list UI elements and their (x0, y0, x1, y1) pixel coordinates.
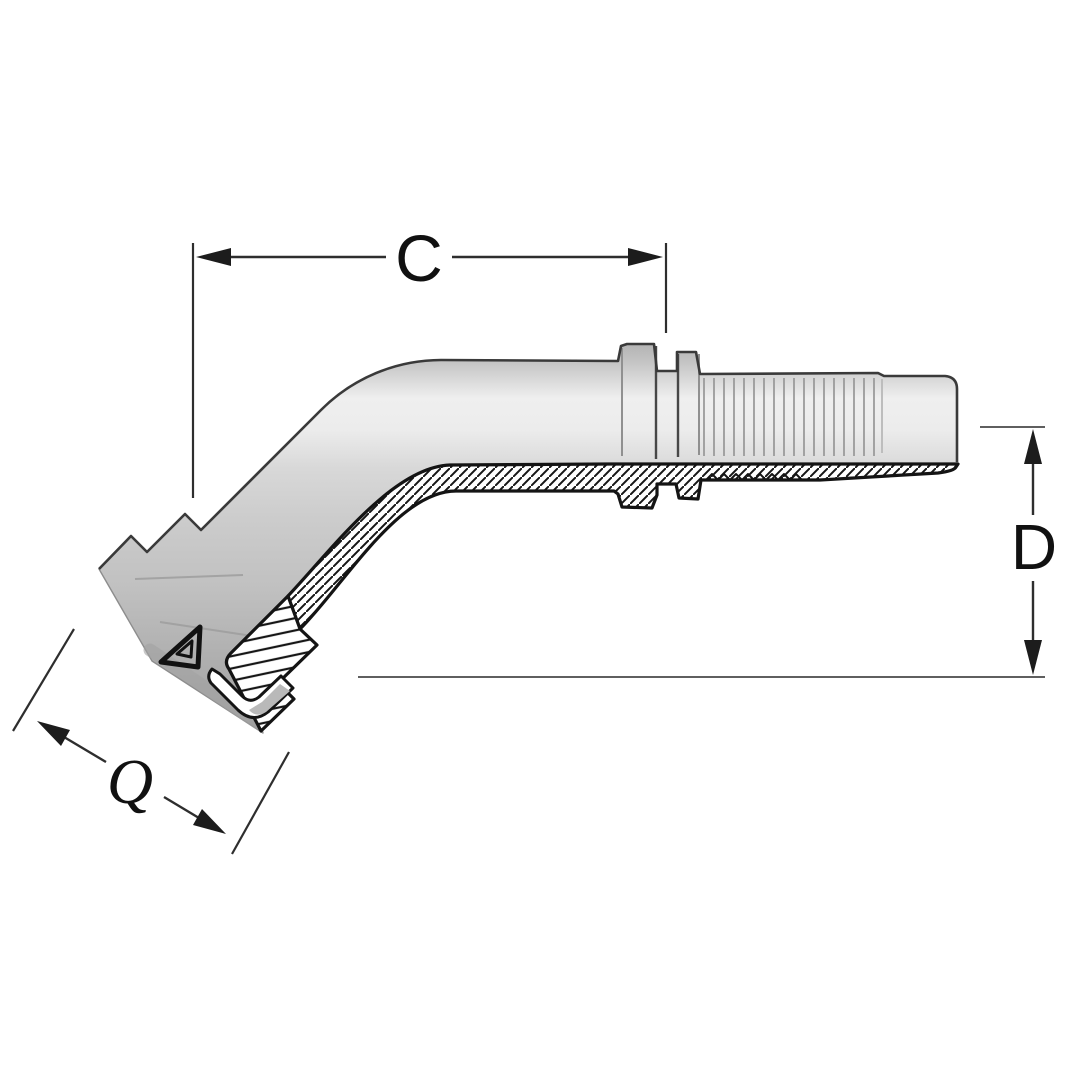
tail-serration-ridges (703, 378, 875, 456)
dimension-c: C (191, 221, 668, 498)
arrowhead-upper-left-icon (37, 721, 70, 746)
dimension-line (63, 735, 200, 820)
dimension-d-label: D (1011, 511, 1057, 583)
arrowhead-lower-right-icon (193, 809, 226, 834)
section-band-tail (286, 462, 960, 631)
section-band-flange (224, 594, 319, 733)
arrowhead-down-icon (1024, 640, 1042, 675)
dimension-d: D (358, 426, 1057, 678)
extension-line-lower (231, 751, 290, 855)
triangle-logo-icon (158, 624, 203, 670)
fitting-body (98, 342, 959, 734)
triangle-logo-inner-icon (175, 639, 194, 659)
dimension-c-label: C (395, 221, 443, 295)
arrowhead-up-icon (1024, 429, 1042, 464)
section-hatch (207, 462, 960, 733)
dimension-q: Q (12, 628, 290, 855)
section-band-serration-notches (705, 473, 803, 481)
flange-groove-inner-surface (249, 684, 290, 715)
arrowhead-left-icon (196, 248, 231, 266)
body-outline (98, 342, 959, 570)
dimension-q-label: Q (107, 746, 153, 817)
manufacturer-logo (158, 624, 203, 670)
body-shell (98, 343, 958, 734)
flange-streak-1 (134, 574, 244, 580)
arrowhead-right-icon (628, 248, 663, 266)
extension-line-upper (12, 628, 75, 732)
